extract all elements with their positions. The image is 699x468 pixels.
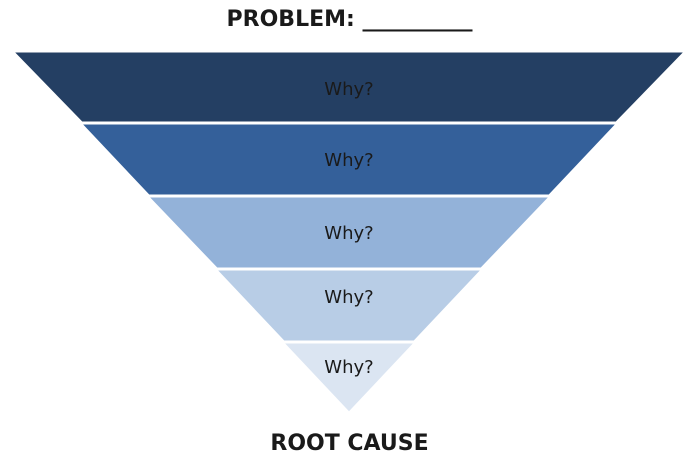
funnel-level-3-label: Why? <box>324 223 373 244</box>
funnel-level-2-label: Why? <box>324 150 373 171</box>
funnel-level-4 <box>215 269 483 342</box>
funnel-level-5 <box>282 342 416 413</box>
funnel-level-3 <box>147 196 551 269</box>
root-cause-label: ROOT CAUSE <box>270 431 429 456</box>
funnel-level-2 <box>80 123 618 196</box>
funnel-level-1 <box>12 51 686 123</box>
problem-title: PROBLEM: __________ <box>226 7 473 32</box>
funnel-level-5-label: Why? <box>324 357 373 378</box>
funnel-level-1-label: Why? <box>324 79 373 100</box>
funnel-level-4-label: Why? <box>324 287 373 308</box>
